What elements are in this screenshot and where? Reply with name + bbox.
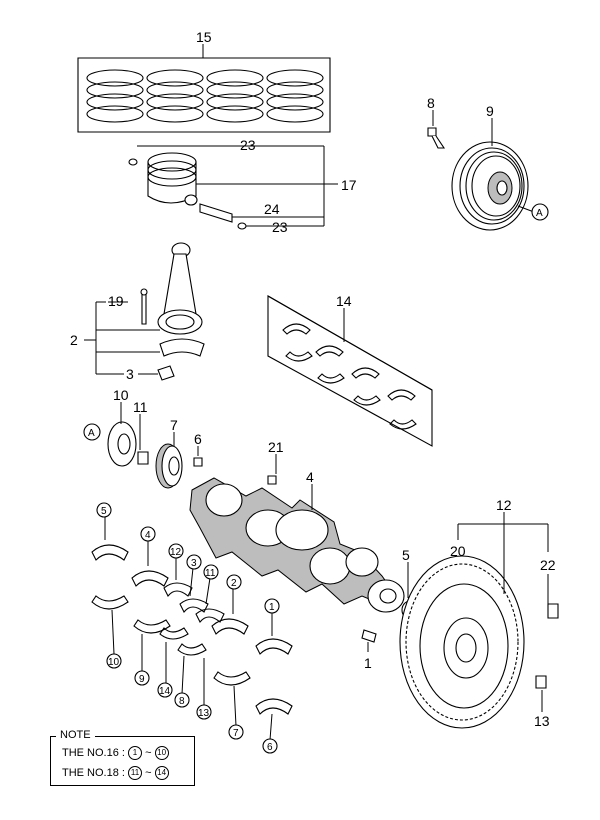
bearing-circle-11: 11 bbox=[205, 568, 216, 579]
note-row-18-to: 14 bbox=[154, 766, 169, 780]
callout-20: 20 bbox=[450, 543, 466, 559]
callout-23-bottom: 23 bbox=[272, 219, 288, 235]
note-row-16-sep: ~ bbox=[145, 746, 152, 759]
note-row-18: THE NO.18 : 11 ~ 14 bbox=[62, 766, 169, 780]
callout-6: 6 bbox=[194, 431, 202, 447]
ref-a-circle-left bbox=[83, 423, 101, 441]
callout-12: 12 bbox=[496, 497, 512, 513]
callout-9: 9 bbox=[486, 103, 494, 119]
callout-13: 13 bbox=[534, 713, 550, 729]
bearing-circle-2: 2 bbox=[231, 578, 237, 589]
callout-24: 24 bbox=[264, 201, 280, 217]
ref-a-right: A bbox=[536, 208, 543, 219]
crankshaft bbox=[189, 477, 419, 652]
callout-11: 11 bbox=[133, 399, 148, 415]
callout-5: 5 bbox=[402, 547, 410, 563]
note-title: NOTE bbox=[56, 729, 95, 741]
ref-a-left: A bbox=[88, 428, 95, 439]
callout-7: 7 bbox=[170, 417, 178, 433]
bearing-circle-13: 13 bbox=[198, 708, 210, 719]
bearing-circle-5: 5 bbox=[101, 506, 107, 517]
callout-3: 3 bbox=[126, 366, 134, 382]
note-row-18-sep: ~ bbox=[145, 766, 152, 779]
note-row-16-from: 1 bbox=[128, 746, 143, 760]
bearing-circle-7: 7 bbox=[233, 728, 239, 739]
bearing-circle-3: 3 bbox=[191, 558, 197, 569]
callout-19: 19 bbox=[108, 293, 124, 309]
bearing-circle-6: 6 bbox=[267, 742, 273, 753]
callout-2: 2 bbox=[70, 332, 78, 348]
callout-4: 4 bbox=[306, 469, 314, 485]
note-row-16-prefix: THE NO.16 : bbox=[62, 746, 125, 759]
callout-15: 15 bbox=[196, 29, 212, 45]
callout-21: 21 bbox=[268, 439, 284, 455]
note-box bbox=[50, 736, 195, 786]
callout-1: 1 bbox=[364, 655, 372, 671]
main-bearing-shells bbox=[91, 502, 293, 754]
callout-17: 17 bbox=[341, 177, 357, 193]
bearing-circle-9: 9 bbox=[139, 674, 145, 685]
callout-23-top: 23 bbox=[240, 137, 256, 153]
bearing-circle-1: 1 bbox=[269, 602, 275, 613]
conrod-bearing-set bbox=[267, 295, 433, 447]
bearing-circle-14: 14 bbox=[159, 686, 171, 697]
connecting-rod bbox=[84, 242, 205, 381]
bearing-circle-10: 10 bbox=[108, 657, 120, 668]
note-row-18-from: 11 bbox=[128, 766, 143, 780]
ref-a-circle-right bbox=[531, 203, 549, 221]
note-row-16-to: 10 bbox=[154, 746, 169, 760]
crank-front-parts bbox=[83, 402, 277, 489]
callout-10: 10 bbox=[113, 387, 129, 403]
damper-pulley bbox=[427, 110, 535, 231]
callout-22: 22 bbox=[540, 557, 556, 573]
note-row-18-prefix: THE NO.18 : bbox=[62, 766, 125, 779]
bearing-circle-8: 8 bbox=[179, 696, 185, 707]
piston-assembly bbox=[128, 145, 338, 230]
note-row-16: THE NO.16 : 1 ~ 10 bbox=[62, 746, 169, 760]
flywheel bbox=[399, 512, 559, 729]
bearing-circle-12: 12 bbox=[170, 547, 182, 558]
bearing-circle-4: 4 bbox=[145, 530, 151, 541]
callout-8: 8 bbox=[427, 95, 435, 111]
callout-14: 14 bbox=[336, 293, 352, 309]
piston-ring-set bbox=[77, 44, 331, 133]
